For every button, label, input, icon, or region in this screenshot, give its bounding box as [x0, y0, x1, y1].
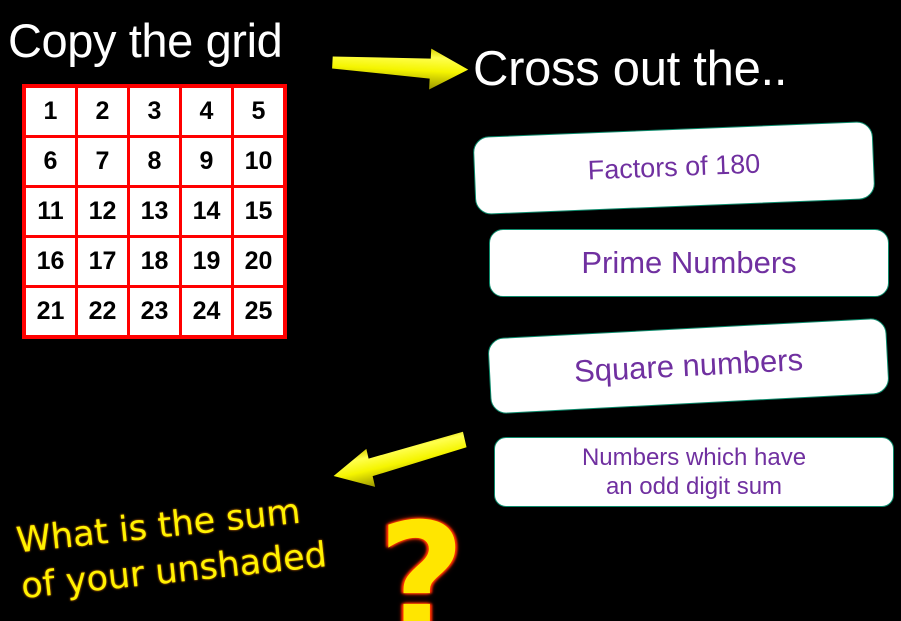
grid-cell[interactable]: 25	[231, 285, 287, 339]
grid-cell[interactable]: 1	[22, 84, 78, 138]
grid-cell[interactable]: 2	[75, 84, 130, 138]
question-mark-icon: ?	[378, 492, 466, 621]
grid-row: 1 2 3 4 5	[22, 84, 287, 138]
category-card-label: Prime Numbers	[581, 245, 797, 281]
grid-cell[interactable]: 20	[231, 235, 287, 288]
grid-cell[interactable]: 19	[179, 235, 234, 288]
category-card-label: Factors of 180	[587, 149, 761, 186]
category-card-prime-numbers[interactable]: Prime Numbers	[489, 229, 889, 297]
grid-cell[interactable]: 14	[179, 185, 234, 238]
grid-cell[interactable]: 8	[127, 135, 182, 188]
grid-row: 6 7 8 9 10	[22, 135, 287, 188]
grid-cell[interactable]: 21	[22, 285, 78, 339]
number-grid: 1 2 3 4 5 6 7 8 9 10 11 12 13 14 15 16	[22, 84, 287, 339]
grid-cell[interactable]: 9	[179, 135, 234, 188]
arrow-left-icon	[333, 431, 467, 487]
grid-cell[interactable]: 23	[127, 285, 182, 339]
grid-cell[interactable]: 18	[127, 235, 182, 288]
page-title-cross-out-the: Cross out the..	[473, 42, 788, 96]
page-title-copy-the-grid: Copy the grid	[8, 14, 283, 67]
category-card-square-numbers[interactable]: Square numbers	[487, 317, 890, 415]
grid-cell[interactable]: 5	[231, 84, 287, 138]
grid-cell[interactable]: 15	[231, 185, 287, 238]
category-card-label: Square numbers	[573, 342, 804, 390]
grid-cell[interactable]: 16	[22, 235, 78, 288]
grid-row: 16 17 18 19 20	[22, 235, 287, 288]
grid-row: 21 22 23 24 25	[22, 285, 287, 339]
grid-cell[interactable]: 13	[127, 185, 182, 238]
category-card-label: Numbers which have an odd digit sum	[581, 443, 807, 500]
grid-cell[interactable]: 24	[179, 285, 234, 339]
grid-cell[interactable]: 17	[75, 235, 130, 288]
arrow-right-icon	[332, 48, 469, 90]
sum-question-text: What is the sum of your unshaded	[14, 491, 329, 607]
grid-cell[interactable]: 7	[75, 135, 130, 188]
category-card-factors-of-180[interactable]: Factors of 180	[472, 121, 876, 215]
category-card-odd-digit-sum[interactable]: Numbers which have an odd digit sum	[494, 437, 894, 507]
grid-cell[interactable]: 11	[22, 185, 78, 238]
grid-cell[interactable]: 6	[22, 135, 78, 188]
grid-row: 11 12 13 14 15	[22, 185, 287, 238]
grid-cell[interactable]: 4	[179, 84, 234, 138]
grid-cell[interactable]: 3	[127, 84, 182, 138]
grid-cell[interactable]: 10	[231, 135, 287, 188]
grid-cell[interactable]: 12	[75, 185, 130, 238]
grid-cell[interactable]: 22	[75, 285, 130, 339]
